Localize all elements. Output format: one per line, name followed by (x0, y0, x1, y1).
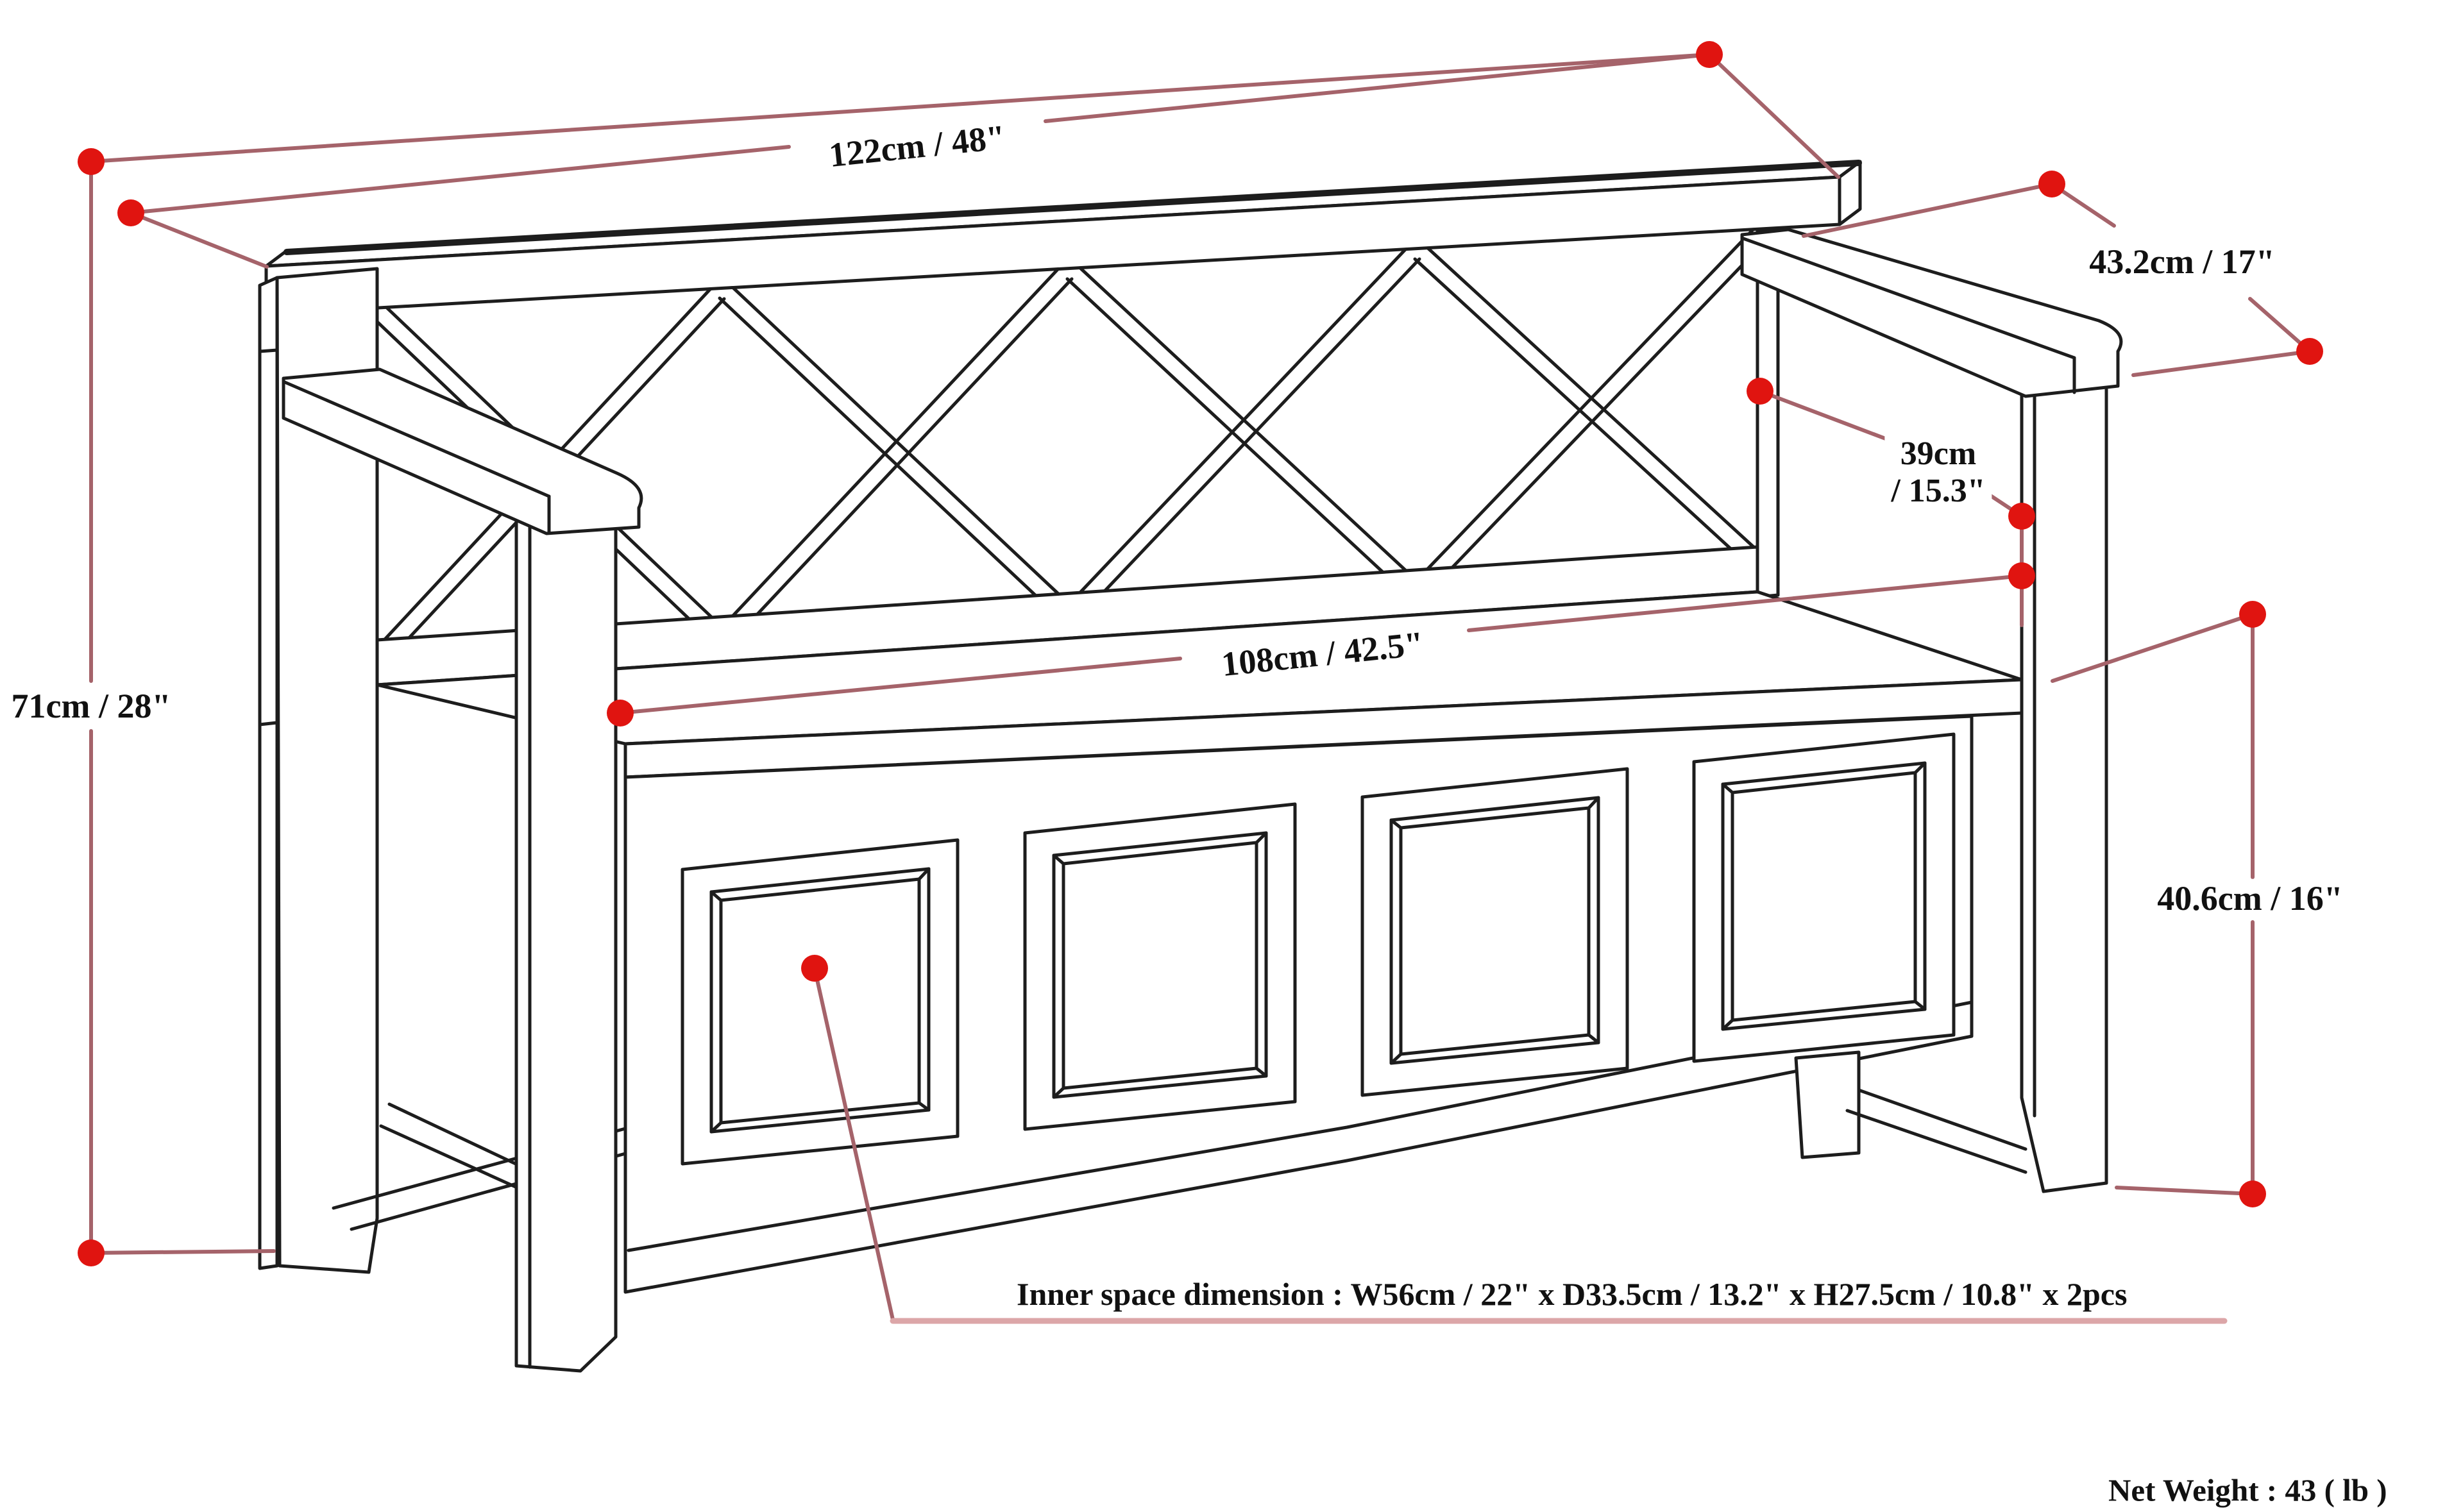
net-weight-label: Net Weight : 43 ( lb ) (2108, 1472, 2387, 1508)
inner-space-dimension-label: Inner space dimension : W56cm / 22" x D3… (1017, 1276, 2128, 1312)
left-arm (282, 367, 643, 1373)
dimension-lines (89, 53, 2312, 1324)
dimension-dots (78, 41, 2323, 1266)
left-back-post (258, 267, 379, 1274)
right-back-post (1756, 227, 1780, 599)
back-height-line1: 39cm (1900, 435, 1977, 472)
backrest-top-rail (264, 160, 1862, 316)
overall-height-dimension-label: 71cm / 28" (4, 686, 178, 726)
storage-box (623, 714, 1974, 1294)
back-height-line2: / 15.3" (1891, 473, 1986, 509)
depth-dimension-label: 43.2cm / 17" (2083, 242, 2281, 281)
seat-height-dimension-label: 40.6cm / 16" (2151, 878, 2349, 918)
backrest-lattice (377, 228, 1757, 641)
right-arm (1740, 228, 2123, 1193)
back-height-dimension-label: 39cm / 15.3" (1884, 435, 1992, 510)
right-side-rails (1794, 1050, 2027, 1174)
